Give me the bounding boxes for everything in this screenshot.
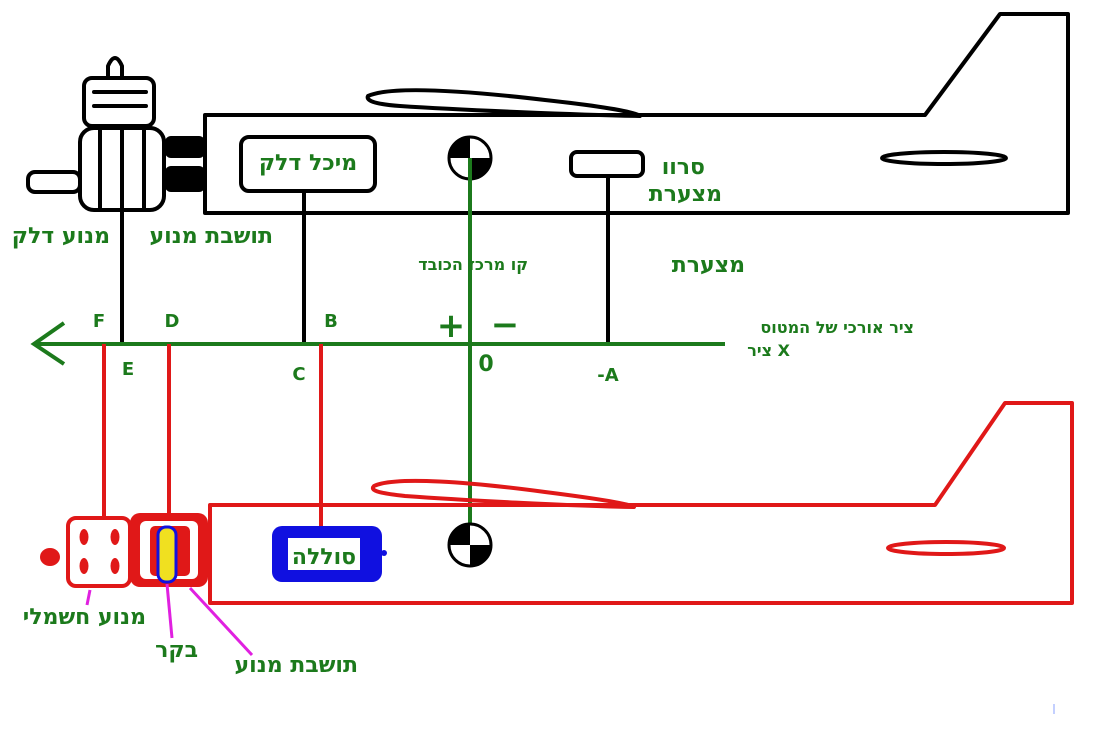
electric-plane: סוללה	[40, 401, 1074, 605]
minus-sign: −	[491, 305, 520, 345]
point-E: E	[122, 359, 134, 380]
point-F: F	[93, 311, 105, 332]
longitudinal-axis	[30, 321, 725, 366]
electric-plane-wing	[370, 478, 636, 509]
engine-mount-label-bottom: תושבת מנוע	[235, 653, 358, 678]
controller	[156, 525, 178, 584]
cg-marker-bottom	[447, 522, 493, 568]
fuel-plane: מיכל דלק	[26, 12, 1070, 215]
point-D: D	[165, 311, 180, 332]
pointer-controller	[165, 583, 174, 639]
point-C: C	[292, 364, 305, 385]
axis-label-2: ציר X	[747, 341, 790, 360]
throttle-servo	[569, 150, 645, 178]
battery: סוללה	[272, 526, 387, 582]
fuel-plane-wing	[365, 88, 642, 118]
fuel-engine-label: מנוע דלק	[12, 224, 110, 249]
throttle-label: מצערת	[672, 253, 745, 278]
plus-sign: +	[437, 306, 466, 346]
servo-label-2: מצערת	[649, 182, 722, 207]
fuel-engine	[26, 56, 166, 212]
fuel-plane-fuselage	[203, 12, 1070, 215]
fuel-tank: מיכל דלק	[239, 135, 377, 193]
cg-line-label: קו מרכז הכובד	[418, 255, 528, 274]
pointer-motor	[85, 589, 92, 606]
engine-mount-label-top: תושבת מנוע	[150, 224, 273, 249]
electric-motor-label: מנוע חשמלי	[23, 605, 146, 630]
electric-motor	[40, 516, 132, 588]
pointer-mount	[188, 586, 254, 657]
battery-label: סוללה	[292, 545, 356, 570]
fuel-plane-stabilizer	[880, 150, 1008, 166]
axis-label-1: ציר אורכי של המטוס	[760, 318, 914, 337]
point-B: B	[324, 311, 338, 332]
controller-label: בקר	[155, 638, 198, 663]
point-A: -A	[597, 365, 618, 386]
servo-label-1: סרוו	[662, 155, 705, 180]
electric-plane-stabilizer	[886, 540, 1006, 556]
fuel-tank-label: מיכל דלק	[259, 151, 357, 176]
fuel-engine-mount	[165, 136, 205, 192]
electric-plane-fuselage	[208, 401, 1074, 605]
zero-label: 0	[478, 352, 493, 377]
